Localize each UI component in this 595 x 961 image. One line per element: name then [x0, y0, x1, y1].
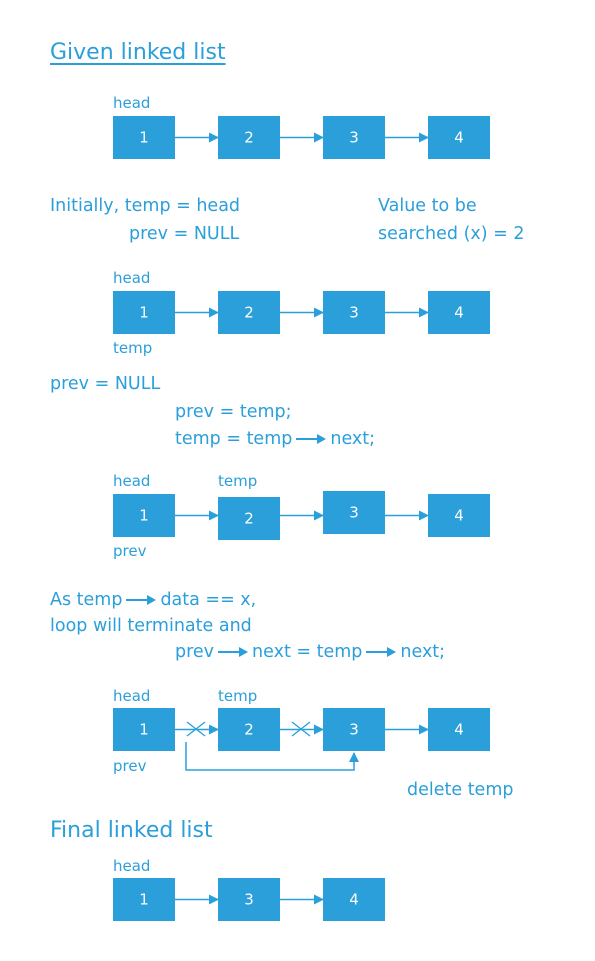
loop-terminate-text: loop will terminate and — [50, 616, 252, 636]
prev-null-indented-text: prev = NULL — [129, 224, 240, 244]
list-node — [428, 708, 490, 751]
list-node — [323, 491, 385, 534]
node-value: 4 — [454, 507, 464, 525]
value-text-line2: searched (x) = 2 — [378, 224, 525, 244]
list-node — [323, 291, 385, 334]
head-label-1: head — [113, 94, 151, 112]
temp-next-line: temp = temp next; — [175, 429, 375, 449]
prev-next-b: next = temp — [252, 642, 363, 662]
node-value: 1 — [139, 721, 149, 739]
initially-text: Initially, temp = head — [50, 196, 241, 216]
head-label-3: head — [113, 472, 151, 490]
list-node — [113, 878, 175, 921]
list-node — [218, 878, 280, 921]
list-node — [323, 708, 385, 751]
head-label-final: head — [113, 857, 151, 875]
prev-null-text: prev = NULL — [50, 374, 161, 394]
node-value: 4 — [349, 891, 359, 909]
node-value: 4 — [454, 129, 464, 147]
node-value: 1 — [139, 129, 149, 147]
list-node — [428, 116, 490, 159]
arrow-icon — [366, 647, 397, 657]
node-value: 4 — [454, 304, 464, 322]
node-value: 3 — [244, 891, 254, 909]
as-temp-a: As temp — [50, 590, 123, 610]
temp-label-2: temp — [113, 339, 153, 357]
list-node — [113, 708, 175, 751]
temp-label-3: temp — [218, 472, 258, 490]
arrow-icon — [296, 434, 327, 444]
node-value: 3 — [349, 504, 359, 522]
arrow-icon — [218, 647, 249, 657]
temp-next-b: next; — [330, 429, 376, 449]
page-title: Given linked list — [50, 40, 226, 65]
node-value: 3 — [349, 129, 359, 147]
arrow-icon — [126, 595, 157, 605]
prev-next-line: prev next = temp next; — [175, 642, 445, 662]
list-node — [218, 116, 280, 159]
node-value: 1 — [139, 507, 149, 525]
node-value: 1 — [139, 304, 149, 322]
prev-label-4: prev — [113, 757, 147, 775]
as-temp-line: As temp data == x, — [50, 590, 256, 610]
list-node — [323, 878, 385, 921]
list-node — [218, 291, 280, 334]
cross-mark-icon — [291, 721, 311, 737]
list-node — [323, 116, 385, 159]
delete-temp-text: delete temp — [407, 780, 514, 800]
list-node — [218, 708, 280, 751]
list-node — [113, 291, 175, 334]
prev-next-a: prev — [175, 642, 215, 662]
list-node — [113, 494, 175, 537]
temp-label-4: temp — [218, 687, 258, 705]
list-node — [218, 497, 280, 540]
bypass-pointer-arrow — [185, 742, 359, 771]
node-value: 3 — [349, 304, 359, 322]
as-temp-b: data == x, — [160, 590, 257, 610]
node-value: 2 — [244, 721, 254, 739]
list-node — [113, 116, 175, 159]
prev-eq-temp-text: prev = temp; — [175, 402, 292, 422]
node-value: 4 — [454, 721, 464, 739]
prev-next-c: next; — [400, 642, 446, 662]
cross-mark-icon — [186, 721, 206, 737]
node-value: 2 — [244, 510, 254, 528]
node-value: 1 — [139, 891, 149, 909]
list-node — [428, 291, 490, 334]
value-text-line1: Value to be — [378, 196, 477, 216]
head-label-2: head — [113, 269, 151, 287]
node-value: 2 — [244, 129, 254, 147]
head-label-4: head — [113, 687, 151, 705]
temp-next-a: temp = temp — [175, 429, 293, 449]
final-title: Final linked list — [50, 818, 213, 843]
list-node — [428, 494, 490, 537]
node-value: 3 — [349, 721, 359, 739]
node-value: 2 — [244, 304, 254, 322]
prev-label-3: prev — [113, 542, 147, 560]
